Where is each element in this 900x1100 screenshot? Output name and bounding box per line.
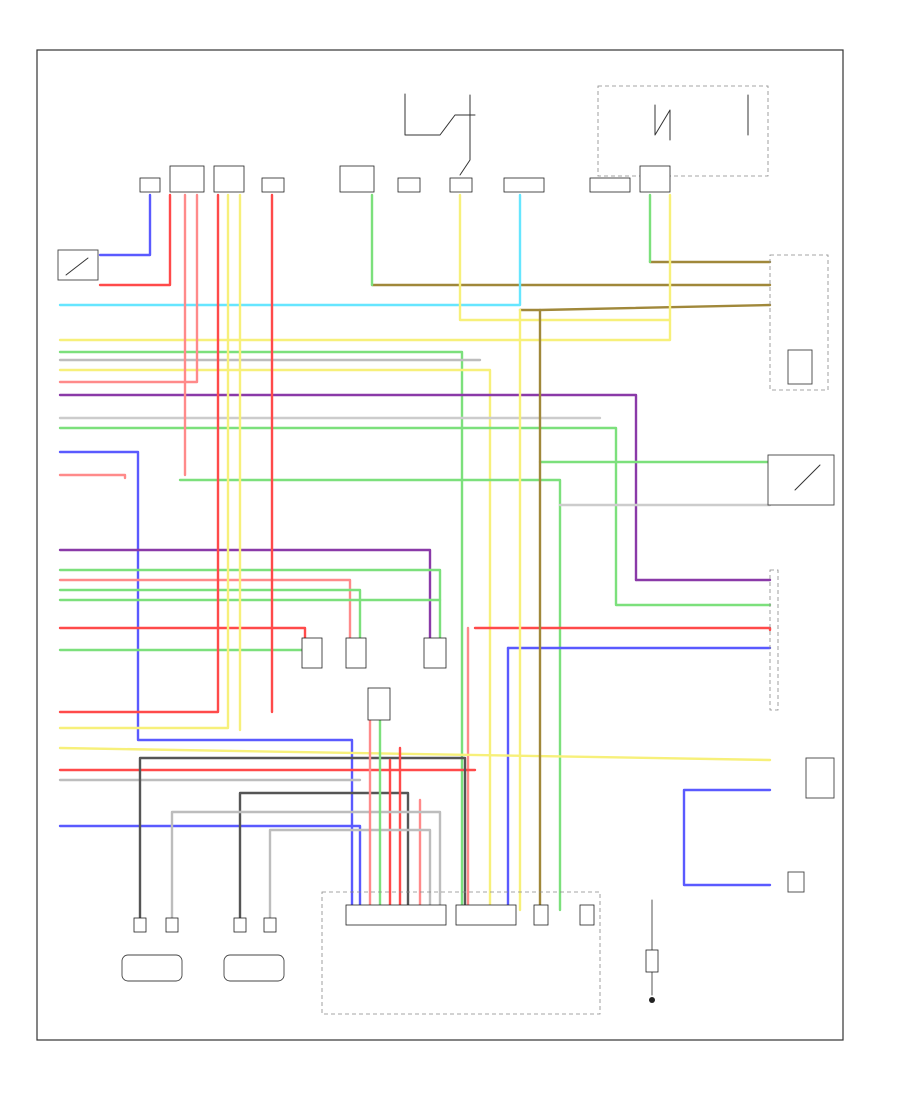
wire-blue-loop [682,788,772,887]
ground-point [645,899,659,1003]
wire-green-6 [58,588,362,642]
diagram-frame [36,49,844,1041]
wire-yellow-v2 [458,193,672,322]
wire-green-1 [58,350,464,912]
center-connectors [301,637,447,721]
wire-olive-3 [518,303,772,312]
right-sensor [787,757,835,893]
wire-cyan [58,193,522,307]
wire-red-top [98,193,172,287]
wire-purple-1 [58,393,638,582]
right-switch [767,454,835,506]
wire-green-4 [178,478,562,912]
wire-black-1 [138,756,467,922]
wire-yellow-2 [58,368,492,912]
wire-yellow-4 [58,746,772,762]
wire-pink-3 [58,578,352,642]
wire-yellow-1 [58,193,672,342]
left-rear-sensor [121,917,183,982]
wire-purple-2 [58,548,432,642]
wire-red-1 [58,626,307,642]
relay-right-top [589,85,769,193]
wire-blue-3 [58,824,362,912]
wire-black-2 [238,791,410,922]
wire-blue-1 [58,450,354,912]
right-rear-sensor [223,917,285,982]
wire-green-5 [58,568,442,642]
wire-gray-5 [170,810,442,922]
wire-red-3 [58,193,220,714]
wire-pink-1 [58,193,199,384]
wire-blue-top [98,193,152,257]
wire-green-2 [58,426,772,607]
right-component-1 [769,254,829,391]
control-module [321,891,601,1015]
left-switch [57,249,99,281]
wire-pink-2 [58,473,127,480]
wire-bundle [58,193,772,922]
wire-gray-6 [268,828,432,922]
relay-center-top [397,93,545,193]
right-connector-strip [769,569,779,711]
fuse-block-left [139,165,375,193]
wire-yellow-3 [58,193,230,730]
